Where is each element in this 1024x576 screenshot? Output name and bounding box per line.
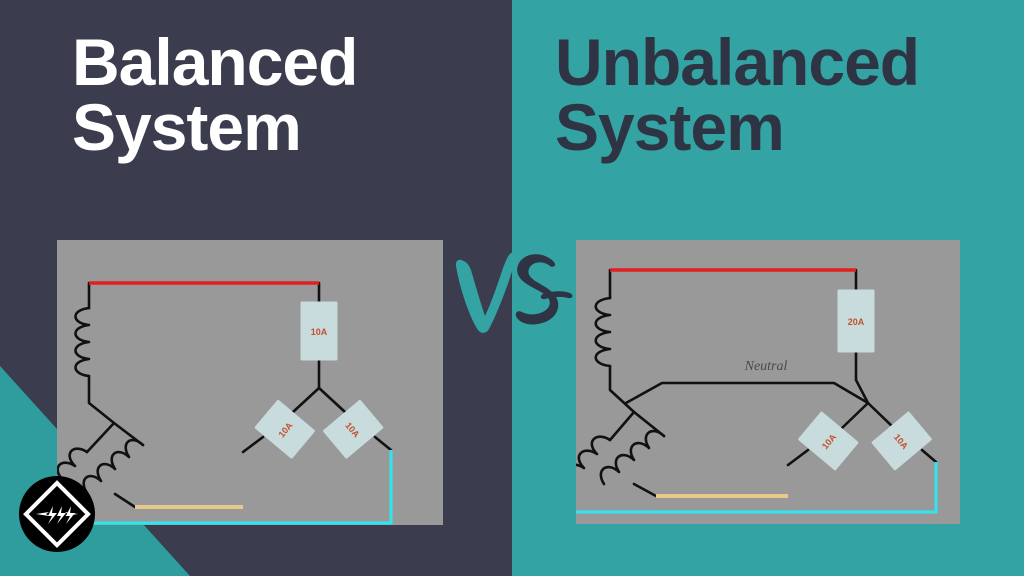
wire-coil-right-tail	[632, 482, 658, 498]
wire-load-right-tail	[373, 435, 393, 452]
load-bottom-right[interactable]: 10A	[323, 399, 384, 459]
load-top-label: 10A	[311, 327, 328, 337]
logo-circle	[19, 476, 95, 552]
neutral-label: Neutral	[744, 359, 788, 374]
coil-bottom-left	[576, 435, 612, 470]
wire-load-left-tail	[786, 448, 810, 467]
coil-bottom-right	[82, 438, 145, 495]
coil-top	[594, 296, 612, 368]
wire-coil-to-star-top	[87, 374, 116, 425]
vs-badge	[448, 246, 578, 342]
balanced-circuit-svg: 10A 10A 10A	[57, 281, 393, 525]
vs-badge-svg	[455, 252, 573, 333]
load-bottom-left[interactable]: 10A	[798, 411, 859, 471]
vs-letter-v	[455, 252, 517, 333]
coil-top	[74, 306, 91, 378]
logo-diamond-icon	[23, 480, 91, 549]
right-title: Unbalanced System	[555, 25, 920, 164]
right-diagram-panel: Neutral 20A 10A 10A	[576, 240, 960, 524]
wire-star-to-coil-left	[85, 421, 116, 454]
wire-coil-right-tail	[113, 492, 137, 509]
wire-star-right-to-load-left	[291, 386, 321, 414]
coil-bottom-right	[599, 429, 666, 486]
brand-logo[interactable]	[18, 475, 96, 553]
load-top-label: 20A	[848, 317, 865, 327]
cyan-line-wire	[576, 462, 938, 514]
neutral-wire	[624, 381, 870, 405]
load-top[interactable]: 20A	[837, 289, 875, 353]
wire-load-left-tail	[241, 435, 265, 454]
unbalanced-circuit-svg: Neutral 20A 10A 10A	[576, 268, 938, 514]
wire-star-to-coil-left	[608, 410, 636, 442]
wire-star-right-to-load-right	[866, 401, 896, 430]
load-bottom-left[interactable]: 10A	[254, 399, 315, 459]
brand-logo-svg	[19, 476, 95, 552]
lightning-bolts-icon	[36, 506, 78, 524]
wire-coil-to-star-top	[608, 364, 636, 414]
cyan-line-wire	[57, 450, 393, 525]
wire-star-right-to-load-left	[840, 401, 870, 430]
vs-letter-s	[515, 254, 573, 325]
load-bottom-right[interactable]: 10A	[871, 411, 932, 471]
left-title: Balanced System	[72, 25, 358, 164]
load-top[interactable]: 10A	[300, 301, 338, 361]
wire-fuse-to-star-right	[854, 348, 870, 405]
wire-star-right-to-load-right	[317, 386, 347, 414]
left-diagram-panel: 10A 10A 10A	[57, 240, 443, 525]
wire-load-right-tail	[920, 448, 938, 464]
